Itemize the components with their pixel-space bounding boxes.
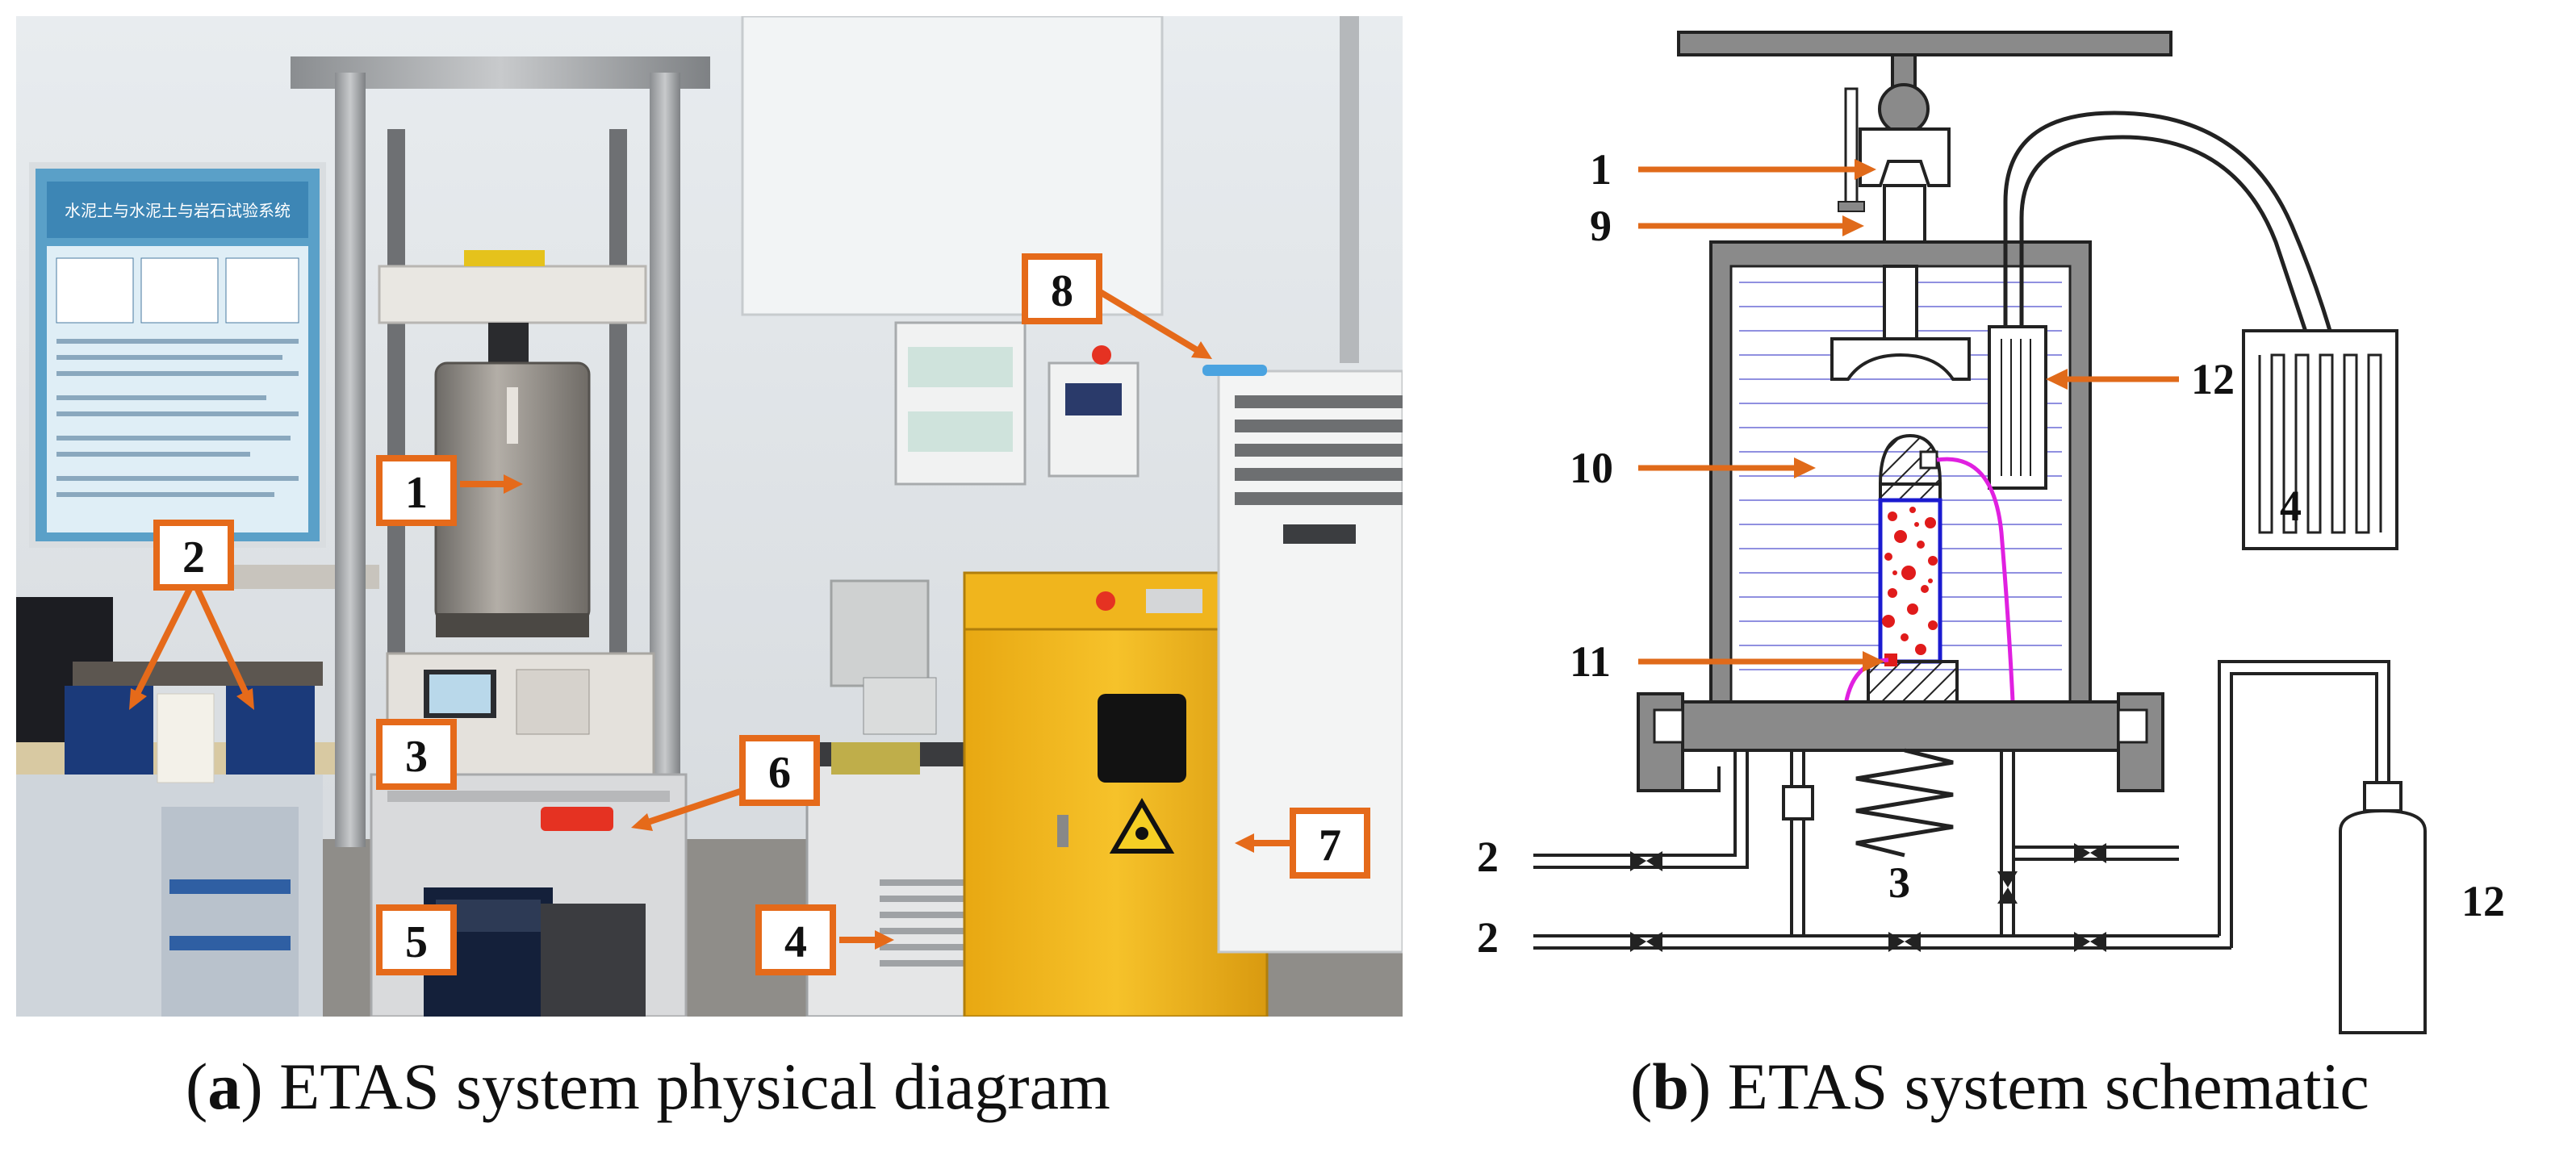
electrical-boxes <box>830 321 1140 687</box>
label-3: 3 <box>1888 858 1910 907</box>
photo-panel: 水泥土与水泥土与岩石试验系统 <box>16 15 1404 1018</box>
poster-title: 水泥土与水泥土与岩石试验系统 <box>65 202 291 220</box>
pressure-sensor <box>1782 785 1814 821</box>
caption-b: (b) ETAS system schematic <box>1630 1050 2369 1123</box>
left-bench <box>16 565 379 1017</box>
label-12-bath: 12 <box>2191 355 2235 403</box>
label-1: 1 <box>1590 145 1612 194</box>
specimen-assembly <box>1867 433 1959 704</box>
svg-text:3: 3 <box>405 732 428 782</box>
svg-text:5: 5 <box>405 917 428 967</box>
piston <box>1830 265 1971 381</box>
bath-vent <box>880 879 976 967</box>
callout-5: 5 <box>376 904 457 975</box>
caption-b-text: ETAS system schematic <box>1711 1050 2369 1123</box>
constant-temperature-bath <box>805 677 994 1018</box>
caption-a-text: ETAS system physical diagram <box>262 1050 1110 1123</box>
cell-base <box>1637 692 2164 792</box>
callout-6: 6 <box>739 735 820 806</box>
spring <box>1855 748 1954 858</box>
callout-7: 7 <box>1290 808 1370 879</box>
caption-a-letter: a <box>207 1050 241 1123</box>
callout-2: 2 <box>153 520 234 591</box>
svg-text:2: 2 <box>182 532 205 582</box>
label-10: 10 <box>1570 444 1613 492</box>
label-arrows <box>1638 166 2179 665</box>
callout-1: 1 <box>376 455 457 526</box>
svg-text:8: 8 <box>1051 266 1073 316</box>
red-detector <box>541 807 613 831</box>
svg-text:4: 4 <box>784 917 807 967</box>
triaxial-cell <box>434 361 591 637</box>
callout-4: 4 <box>755 904 836 975</box>
callout-8: 8 <box>1022 253 1102 324</box>
temperature-control-unit <box>2242 329 2398 550</box>
caption-b-letter: b <box>1652 1050 1689 1123</box>
callout-3: 3 <box>376 719 457 790</box>
pump-unit <box>424 887 646 1017</box>
svg-text:7: 7 <box>1319 821 1341 871</box>
gas-cylinder <box>2339 781 2427 1034</box>
heating-coil <box>1988 111 2335 490</box>
label-2-bottom: 2 <box>1477 913 1499 962</box>
specimen-particles <box>1882 507 1938 655</box>
wall-poster: 水泥土与水泥土与岩石试验系统 <box>29 162 326 548</box>
label-9: 9 <box>1590 202 1612 250</box>
load-beam <box>1677 31 2172 244</box>
load-frame <box>291 56 710 847</box>
label-2-top: 2 <box>1477 833 1499 881</box>
valves <box>1630 843 2106 952</box>
label-4: 4 <box>2280 482 2302 530</box>
gas-cabinet <box>963 571 1269 1018</box>
callout-arrows <box>129 287 1291 950</box>
svg-text:1: 1 <box>405 468 428 518</box>
schematic-panel: 1 9 10 11 12 4 3 2 2 12 <box>1436 16 2566 1049</box>
schematic-labels: 1 9 10 11 12 4 3 2 2 12 <box>1477 145 2505 962</box>
label-11: 11 <box>1570 637 1611 686</box>
caption-a: (a) ETAS system physical diagram <box>186 1050 1110 1123</box>
label-12-cylinder: 12 <box>2461 877 2505 925</box>
label-arrowheads <box>1794 159 2068 672</box>
svg-text:6: 6 <box>768 748 791 798</box>
